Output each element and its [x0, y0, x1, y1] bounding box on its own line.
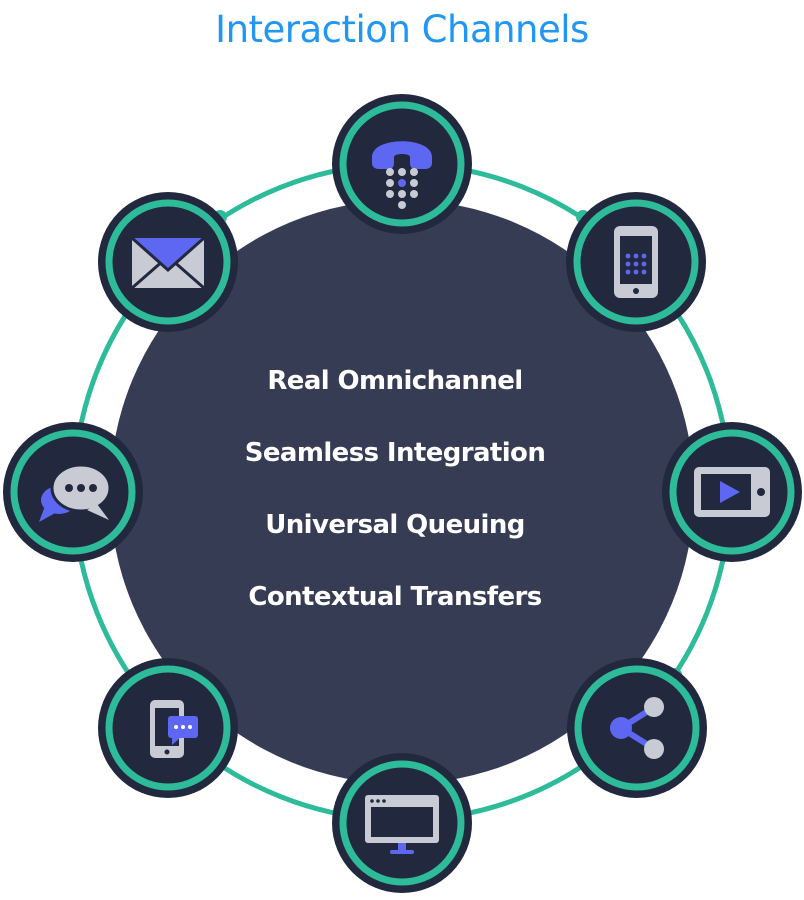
channel-node-email: [98, 192, 238, 332]
channel-node-mobile-chat: [98, 658, 238, 798]
channel-node-mobile: [566, 192, 706, 332]
center-label-contextual-transfers: Contextual Transfers: [248, 582, 542, 612]
center-label-universal-queuing: Universal Queuing: [265, 510, 525, 540]
email-icon: [131, 236, 205, 290]
diagram-title: Interaction Channels: [215, 8, 589, 51]
center-label-real-omnichannel: Real Omnichannel: [267, 366, 523, 396]
channel-node-phone: [332, 94, 472, 234]
chat-bubbles-icon: [39, 463, 112, 522]
channel-node-monitor: [332, 753, 472, 893]
mobile-phone-icon: [614, 226, 658, 298]
center-disk: [110, 200, 694, 784]
monitor-icon: [365, 795, 439, 854]
channel-node-chat: [3, 422, 143, 562]
center-labels: Real Omnichannel Seamless Integration Un…: [200, 355, 590, 643]
video-player-icon: [694, 467, 770, 517]
mobile-chat-icon: [150, 700, 198, 758]
center-label-seamless-integration: Seamless Integration: [244, 438, 546, 468]
phone-icon: [372, 141, 432, 209]
channel-node-video: [662, 422, 802, 562]
channel-node-share: [567, 658, 707, 798]
share-icon: [610, 697, 664, 759]
